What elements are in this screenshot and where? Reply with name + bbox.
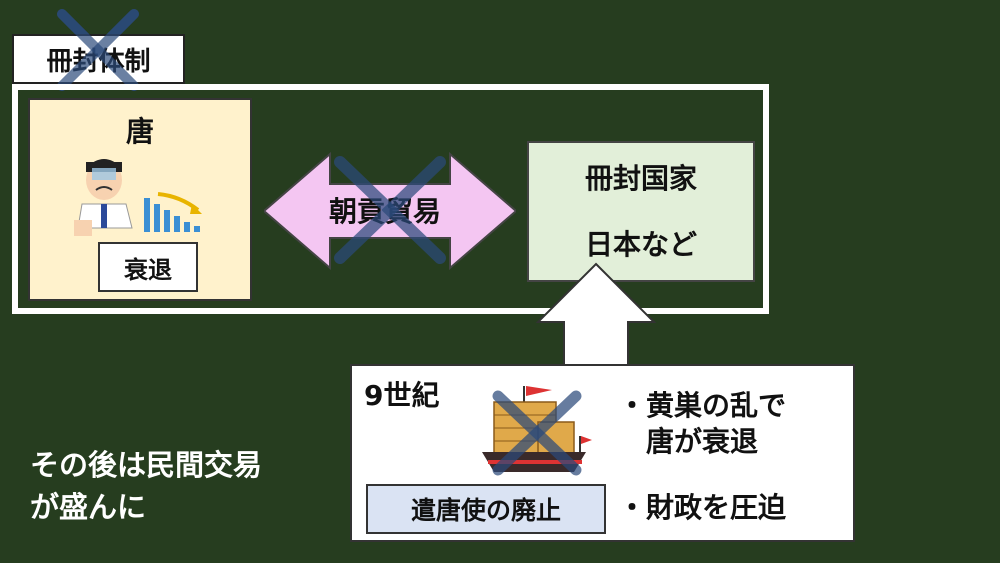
page-title: 冊封体制 <box>12 34 185 84</box>
century-label: 9世紀 <box>364 379 440 412</box>
bullet-2: ・財政を圧迫 <box>618 490 786 526</box>
title-cross-overlay-icon <box>57 9 139 91</box>
bullet-1-line2: 唐が衰退 <box>646 425 759 458</box>
bullet-2-mark: ・ <box>618 491 647 524</box>
up-arrow-icon <box>536 262 656 368</box>
worried-man-icon <box>74 159 133 236</box>
ninth-century-box: 9世紀 遣唐使の廃止 ・黄巣の乱で 唐が衰退 ・財政を圧迫 <box>350 364 855 542</box>
bullet-2-line1: 財政を圧迫 <box>646 491 787 524</box>
declining-chart-icon <box>144 192 202 232</box>
bullet-1-mark: ・ <box>618 389 647 422</box>
tributary-nation-box: 冊封国家 日本など <box>527 141 755 282</box>
bullet-1: ・黄巣の乱で 唐が衰退 <box>618 388 786 460</box>
bullet-1-line1: 黄巣の乱で <box>646 389 787 422</box>
note-line-1: その後は民間交易 <box>30 448 263 482</box>
nation-line-2: 日本など <box>584 228 697 261</box>
envoy-abolition-label: 遣唐使の廃止 <box>366 484 606 534</box>
tang-box: 唐 衰退 <box>28 98 252 301</box>
private-trade-note: その後は民間交易 が盛んに <box>30 444 350 528</box>
note-line-2: が盛んに <box>30 490 147 524</box>
decline-label: 衰退 <box>98 242 198 292</box>
nation-line-1: 冊封国家 <box>584 162 697 195</box>
trade-cross-icon <box>334 156 446 264</box>
tributary-system-frame <box>12 84 769 314</box>
ship-cross-icon <box>492 390 582 476</box>
tang-title: 唐 <box>125 115 154 148</box>
